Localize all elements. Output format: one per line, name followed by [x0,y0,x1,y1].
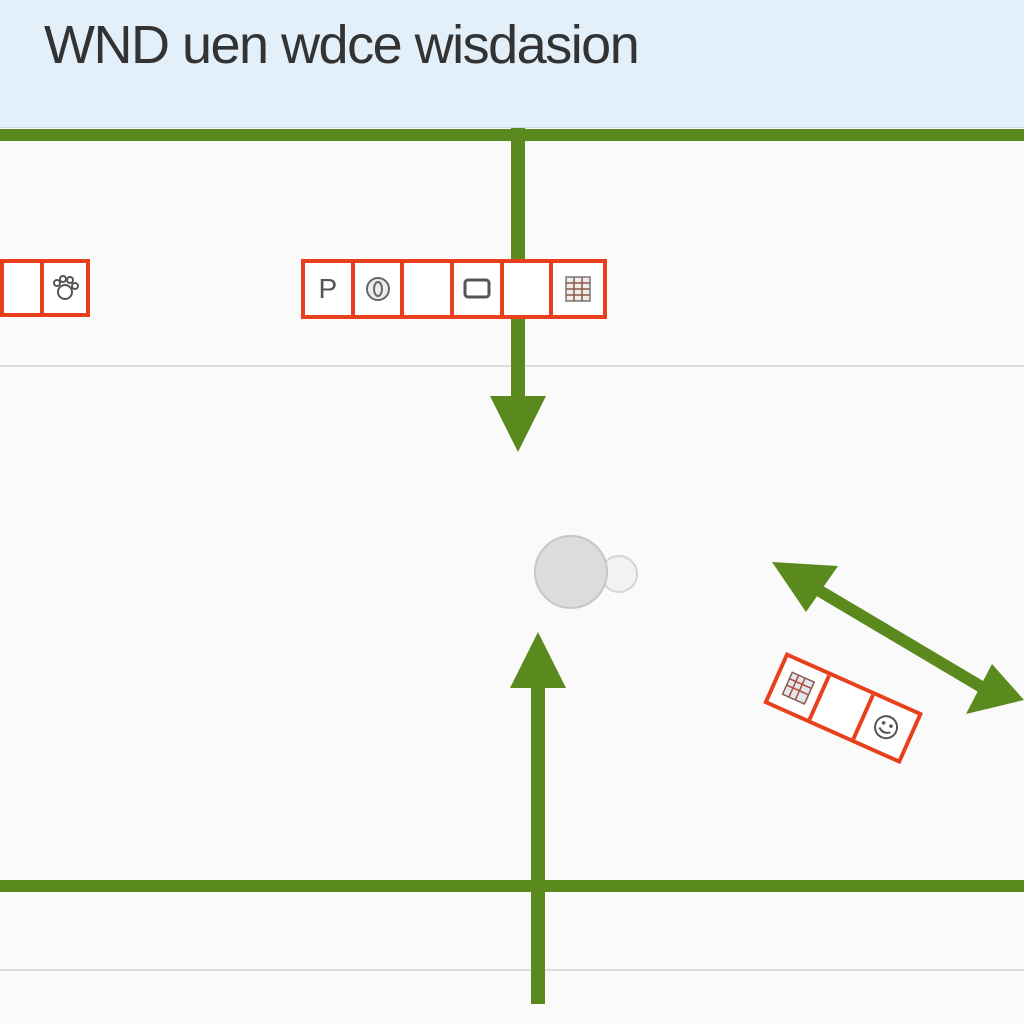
face-icon [874,715,899,740]
arrow-up [510,632,566,1004]
toolbar-rotated-face-button[interactable] [855,695,918,759]
toolbar-left-cell-blank[interactable] [4,263,45,313]
square-icon [463,278,491,299]
grid-icon [565,276,591,302]
toolbar-center: P [301,259,607,319]
toolbar-p-label: P [318,273,338,304]
toolbar-left [0,259,90,317]
toolbar-blank-button-2[interactable] [503,263,554,315]
toolbar-rotated [763,652,924,765]
grid-icon [781,671,815,705]
paw-icon [53,275,80,300]
toolbar-grid-button[interactable] [553,263,604,315]
toolbar-coin-button[interactable] [354,263,405,315]
toolbar-left-paw-button[interactable] [44,263,86,313]
toolbar-rotated-grid-button[interactable] [768,657,832,721]
header-bar: WND uen wdce wisdasion [0,0,1024,128]
toolbar-square-button[interactable] [454,263,504,315]
page-title: WND uen wdce wisdasion [44,15,640,75]
circle-node-large[interactable] [534,535,608,609]
arrow-double-diagonal [772,562,1024,714]
toolbar-p-button[interactable]: P [305,263,355,315]
coin-icon [365,277,390,301]
toolbar-blank-button-1[interactable] [404,263,455,315]
